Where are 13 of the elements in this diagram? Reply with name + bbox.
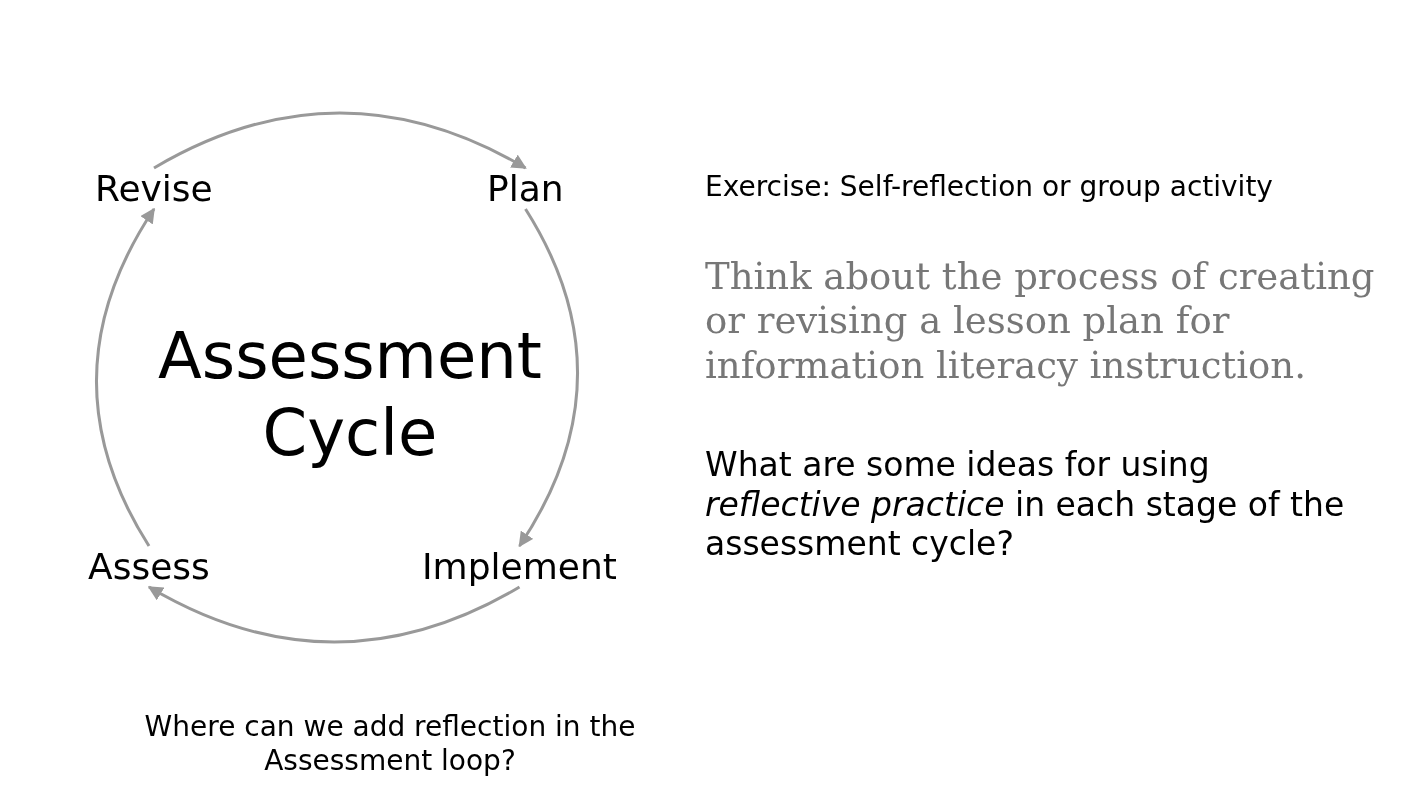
stage-label: Assess [88,546,210,587]
caption-text: Where can we add reflection in the Assessment loop? [143,710,637,778]
cycle-arrow [153,111,527,170]
question-text: What are some ideas for using reflective practice in each stage of the assessment cycle? [705,445,1346,564]
prompt-text: Think about the process of creating or revising a lesson plan for information literacy instruction. [705,255,1376,389]
cycle-arrow [147,585,521,644]
cycle-arrow [95,207,156,547]
stage-label: Revise [95,168,213,209]
center-title: Assessment Cycle [157,318,543,472]
stage-label: Plan [487,168,564,209]
cycle-arrow [518,208,579,548]
stage-label: Implement [422,546,617,587]
exercise-heading: Exercise: Self-reflection or group activity [705,170,1274,204]
